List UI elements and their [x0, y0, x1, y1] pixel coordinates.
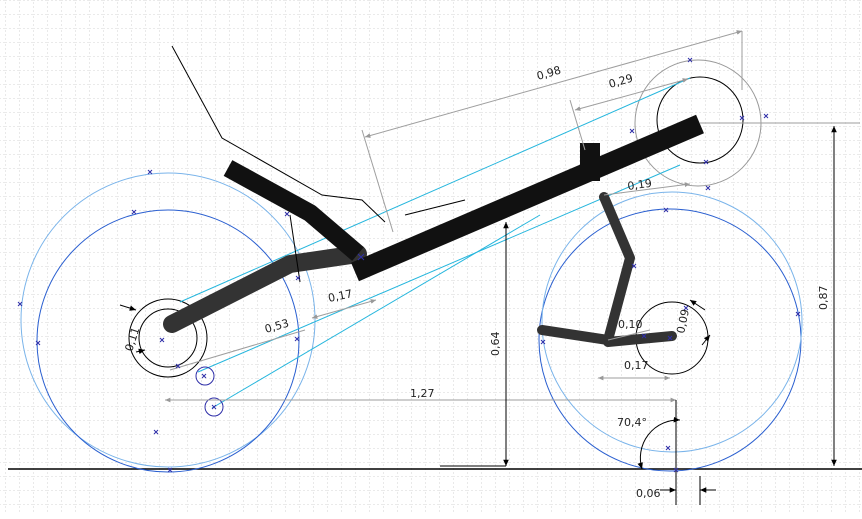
dim-label-053: 0,53 — [263, 317, 290, 336]
dim-label-010: 0,10 — [618, 318, 643, 331]
dim-label-064: 0,64 — [489, 332, 502, 357]
frame — [163, 114, 704, 347]
dim-label-017-seat: 0,17 — [327, 287, 354, 305]
dim-label-017-front: 0,17 — [624, 359, 649, 372]
dim-label-019: 0,19 — [627, 177, 653, 193]
dim-label-009: 0,09 — [674, 308, 692, 335]
dim-label-127: 1,27 — [410, 387, 435, 400]
dimension-lines — [165, 30, 860, 403]
black-dimensions — [119, 126, 837, 505]
dimension-labels: 0,98 0,29 0,19 0,11 0,17 0,53 0,64 1,27 … — [122, 64, 830, 500]
angle-label-704: 70,4° — [617, 416, 647, 429]
seat-edge — [404, 199, 466, 216]
dim-label-029: 0,29 — [607, 72, 634, 91]
dim-label-098: 0,98 — [535, 64, 562, 83]
construction-markers — [17, 57, 801, 473]
seat-outline — [171, 45, 386, 223]
dim-label-006: 0,06 — [636, 487, 661, 500]
dim-label-087: 0,87 — [817, 286, 830, 311]
